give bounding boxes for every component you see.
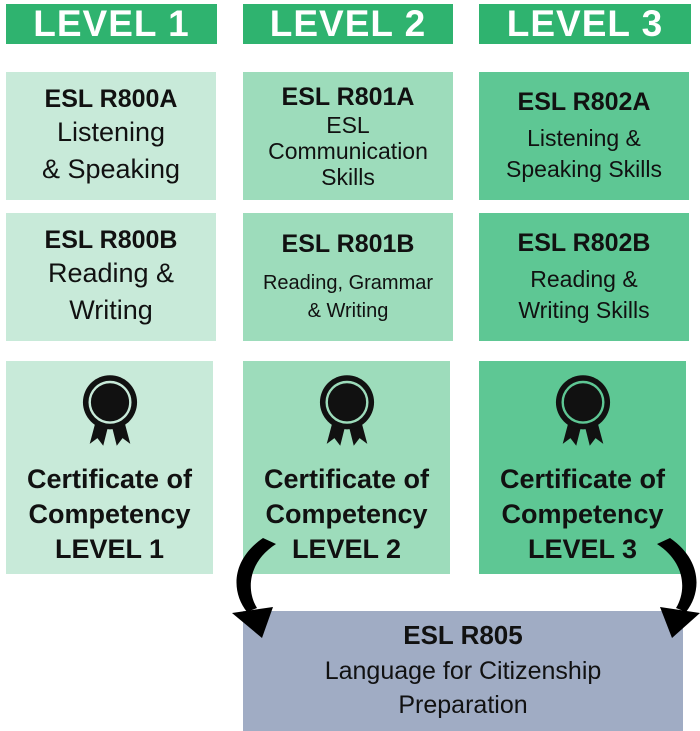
curved-arrow-icon [232,538,276,638]
award-ribbon-icon [319,375,374,446]
certificate-title-line: Certificate of [499,464,666,494]
course-title-line: Skills [321,164,375,190]
course-code: ESL R802B [517,229,651,257]
certificate-level: LEVEL 2 [291,534,402,564]
course-title-line: Listening [56,117,166,147]
course-code: ESL R800A [44,85,178,113]
course-title-line: ESL [326,112,370,138]
course-title-line: Reading, Grammar [262,272,434,294]
course-title-line: & Speaking [41,154,181,184]
certificate-level-3: Certificate of Competency LEVEL 3 [479,361,686,574]
course-title-line: Speaking Skills [506,156,662,182]
course-esl-r800a: ESL R800A Listening & Speaking [6,72,216,200]
course-title-line: Writing Skills [518,297,650,323]
course-esl-r801a: ESL R801A ESL Communication Skills [243,72,453,200]
course-code: ESL R802A [517,88,651,116]
course-title-line: Writing [69,295,153,325]
course-esl-r802a: ESL R802A Listening & Speaking Skills [479,72,689,200]
level-3-header: LEVEL 3 [479,3,691,44]
course-title-line: Reading & [47,258,175,288]
course-title-line: & Writing [307,300,389,322]
course-title-line: Listening & [527,125,641,151]
course-title-line: Communication [268,138,428,164]
certificate-title-line: Competency [501,499,664,529]
course-esl-r801b: ESL R801B Reading, Grammar & Writing [243,213,453,341]
course-esl-r800b: ESL R800B Reading & Writing [6,213,216,341]
certificate-level: LEVEL 1 [54,534,165,564]
course-code: ESL R801B [281,230,415,258]
award-ribbon-icon [82,375,137,446]
course-code: ESL R805 [403,620,523,650]
certificate-title-line: Certificate of [26,464,193,494]
certificate-level: LEVEL 3 [527,534,638,564]
course-title-line: Reading & [530,266,638,292]
course-esl-r805: ESL R805 Language for Citizenship Prepar… [243,611,683,731]
certificate-title-line: Competency [28,499,191,529]
level-2-header: LEVEL 2 [243,3,453,44]
certificate-level-2: Certificate of Competency LEVEL 2 [243,361,450,574]
course-title-line: Preparation [398,691,528,719]
curved-arrow-icon [657,538,700,638]
certificate-level-1: Certificate of Competency LEVEL 1 [6,361,213,574]
course-code: ESL R801A [281,83,415,111]
course-esl-r802b: ESL R802B Reading & Writing Skills [479,213,689,341]
course-code: ESL R800B [44,226,178,254]
certificate-title-line: Certificate of [263,464,430,494]
level-1-header: LEVEL 1 [6,3,217,44]
certificate-title-line: Competency [265,499,428,529]
course-title-line: Language for Citizenship [324,657,602,685]
award-ribbon-icon [555,375,610,446]
